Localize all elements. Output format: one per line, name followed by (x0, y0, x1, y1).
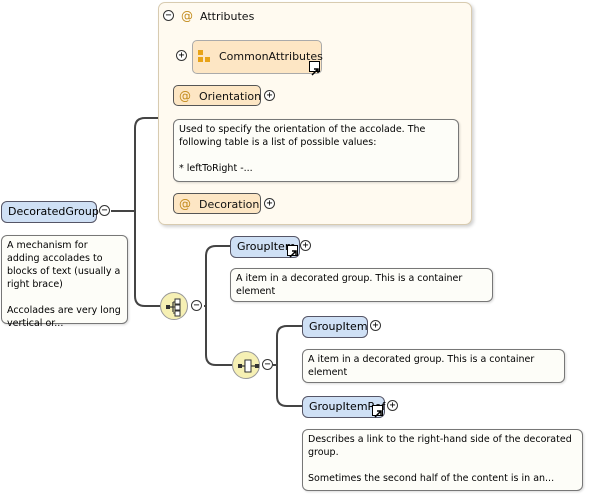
sequence-compositor-icon[interactable] (232, 351, 260, 379)
choice-symbol (166, 298, 181, 317)
nested-group-item-expand-icon[interactable]: + (370, 320, 381, 331)
connector-root-choice (134, 211, 160, 307)
reference-arrow-icon (309, 61, 320, 76)
decorated-group-collapse-icon[interactable]: − (99, 205, 110, 216)
attributes-panel (158, 2, 472, 225)
orientation-expand-icon[interactable]: + (264, 90, 275, 101)
at-icon: @ (181, 9, 193, 23)
attributes-header-label: Attributes (200, 10, 255, 23)
decorated-group-annotation: A mechanism for adding accolades to bloc… (1, 235, 128, 329)
reference-arrow-icon (372, 405, 383, 418)
orientation-label: Orientation (199, 90, 262, 103)
decoration-label: Decoration (199, 198, 260, 211)
group-item-ref-expand-icon[interactable]: + (387, 400, 398, 411)
at-icon: @ (179, 89, 191, 103)
decorated-group-element[interactable]: DecoratedGroup (1, 201, 99, 223)
reference-arrow-icon (287, 245, 298, 258)
group-item-ref-element[interactable]: GroupItemRef (302, 396, 385, 418)
at-icon: @ (179, 197, 191, 211)
common-attributes-label: CommonAttributes (219, 50, 323, 63)
sequence-symbol (238, 359, 259, 373)
attribute-group-icon (198, 50, 212, 62)
sequence-collapse-icon[interactable]: − (262, 359, 273, 370)
decoration-expand-icon[interactable]: + (264, 198, 275, 209)
group-item-element[interactable]: GroupItem (230, 236, 300, 258)
connector-seq-branch (273, 325, 302, 366)
common-attributes-expand-icon[interactable]: + (176, 50, 187, 61)
decoration-attribute[interactable]: @ Decoration (173, 193, 261, 214)
group-item-ref-annotation: Describes a link to the right-hand side … (302, 429, 583, 491)
common-attributes-box[interactable]: CommonAttributes (192, 40, 323, 76)
connector-choice-seq (205, 306, 232, 366)
nested-group-item-annotation: A item in a decorated group. This is a c… (302, 349, 565, 383)
nested-group-item-element[interactable]: GroupItem (302, 316, 368, 338)
connector-seq-ref (276, 365, 302, 407)
choice-collapse-icon[interactable]: − (191, 300, 202, 311)
orientation-attribute[interactable]: @ Orientation (173, 85, 261, 106)
group-item-label: GroupItem (237, 240, 296, 253)
group-item-annotation: A item in a decorated group. This is a c… (230, 268, 493, 302)
connector-root-trunk (111, 117, 158, 212)
orientation-annotation: Used to specify the orientation of the a… (173, 119, 459, 182)
choice-compositor-icon[interactable] (160, 292, 188, 320)
group-item-ref-label: GroupItemRef (309, 400, 386, 413)
connector-choice-branch (204, 245, 230, 307)
attributes-collapse-icon[interactable]: − (163, 10, 174, 21)
group-item-expand-icon[interactable]: + (300, 240, 311, 251)
